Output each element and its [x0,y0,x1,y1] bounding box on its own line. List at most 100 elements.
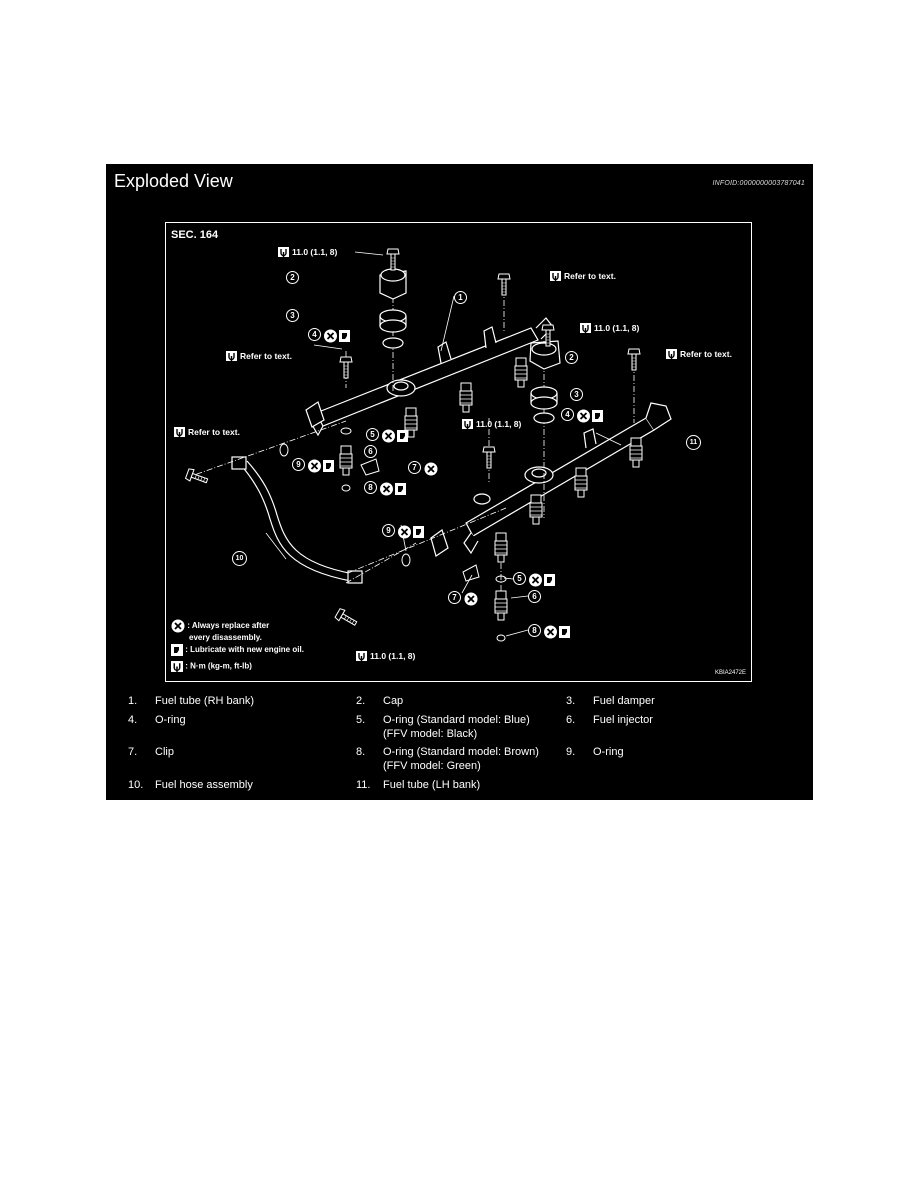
symbol-group [544,623,570,641]
section-title: Exploded View [114,171,233,191]
part-item: 3.Fuel damper [566,695,655,707]
symbol-group [308,457,334,475]
part-item: 9.O-ring [566,746,624,758]
symbol-group [577,407,603,425]
torque-label: 11.0 (1.1, 8) [580,323,639,333]
torque-label: 11.0 (1.1, 8) [356,651,415,661]
fuel-tube-rh-bank [310,317,554,437]
torque-wrench-icon [666,349,677,359]
torque-label: Refer to text. [666,349,732,359]
callout-3: 3 [286,309,299,322]
replace-and-oil-icon [398,525,424,539]
torque-wrench-icon [226,351,237,361]
cap-and-damper-rh [379,268,407,349]
section-number: SEC. 164 [171,229,219,241]
part-item: 4.O-ring [128,714,186,726]
oil-can-icon [171,644,183,656]
replace-icon [171,619,185,633]
torque-wrench-icon [550,271,561,281]
bolt-lh-right [627,348,641,371]
part-item: 1.Fuel tube (RH bank) [128,695,255,707]
legend-replace: : Always replace after every disassembly… [171,619,269,642]
torque-label: Refer to text. [174,427,240,437]
torque-label: 11.0 (1.1, 8) [278,247,337,257]
injector-lh-3 [629,437,643,468]
callout-6b: 6 [528,590,541,603]
bolt-hose-bottom [334,607,360,630]
bolt-hose-left [184,467,210,487]
injector-detail-rh [339,445,353,476]
callout-2b: 2 [565,351,578,364]
replace-and-oil-icon [544,625,570,639]
replace-and-oil-icon [577,409,603,423]
torque-label: 11.0 (1.1, 8) [462,419,521,429]
symbol-group [380,480,406,498]
torque-wrench-icon [580,323,591,333]
callout-3b: 3 [570,388,583,401]
bolt-cap-rh [386,248,400,271]
symbol-group [529,571,555,589]
part-item: 5.O-ring (Standard model: Blue)(FFV mode… [356,714,530,740]
replace-and-oil-icon [529,573,555,587]
callout-11: 11 [686,435,701,450]
injector-detail-lh [494,590,508,621]
injector-lh-2 [529,494,543,525]
part-item: 10.Fuel hose assembly [128,779,253,791]
callout-8b: 8 [528,624,541,637]
torque-wrench-icon [171,661,183,672]
replace-and-oil-icon [324,329,350,343]
exploded-diagram-drawing [184,248,672,642]
torque-wrench-icon [174,427,185,437]
torque-wrench-icon [278,247,289,257]
callout-4b: 4 [561,408,574,421]
part-item: 8.O-ring (Standard model: Brown)(FFV mod… [356,746,539,772]
diagram-frame: SEC. 164 11.0 (1.1, 8) Refer to text. 11… [165,222,752,682]
part-item: 2.Cap [356,695,404,707]
torque-wrench-icon [356,651,367,661]
cap-and-damper-lh [529,340,561,424]
callout-10: 10 [232,551,247,566]
replace-and-oil-icon [380,482,406,496]
replace-and-oil-icon [382,429,408,443]
injector-rh-2 [459,382,473,413]
torque-label: Refer to text. [226,351,292,361]
part-item: 11.Fuel tube (LH bank) [356,779,481,791]
symbol-group [324,327,350,345]
symbol-group [382,427,408,445]
info-id: INFOID:0000000003787041 [712,180,805,187]
symbol-group [424,460,438,478]
callout-7b: 7 [448,591,461,604]
bolt-lh-center [482,446,496,469]
legend-lubricate: : Lubricate with new engine oil. [171,644,304,656]
fuel-hose-assembly [231,401,449,584]
exploded-view-panel: Exploded View INFOID:0000000003787041 [106,164,813,800]
fuel-tube-lh-bank [463,402,672,555]
legend-torque-unit: : N·m (kg-m, ft-lb) [171,661,252,672]
callout-9b: 9 [382,524,395,537]
bolt-rh-right [497,273,511,296]
torque-label: Refer to text. [550,271,616,281]
injector-lh-1 [574,467,588,498]
part-item: 7.Clip [128,746,174,758]
callout-6: 6 [364,445,377,458]
figure-code: KBIA2472E [714,670,746,676]
callout-2: 2 [286,271,299,284]
part-item: 6.Fuel injector [566,714,653,726]
callout-9: 9 [292,458,305,471]
symbol-group [464,590,478,608]
callout-8: 8 [364,481,377,494]
callout-1: 1 [454,291,467,304]
callout-4: 4 [308,328,321,341]
injector-rh-3 [514,357,528,388]
replace-icon [424,462,438,476]
injector-lh-4 [494,532,508,563]
replace-and-oil-icon [308,459,334,473]
callout-5b: 5 [513,572,526,585]
callout-7: 7 [408,461,421,474]
small-orings-and-clips [279,427,507,642]
bolt-rh-left [339,356,353,379]
callout-5: 5 [366,428,379,441]
torque-wrench-icon [462,419,473,429]
symbol-group [398,523,424,541]
replace-icon [464,592,478,606]
